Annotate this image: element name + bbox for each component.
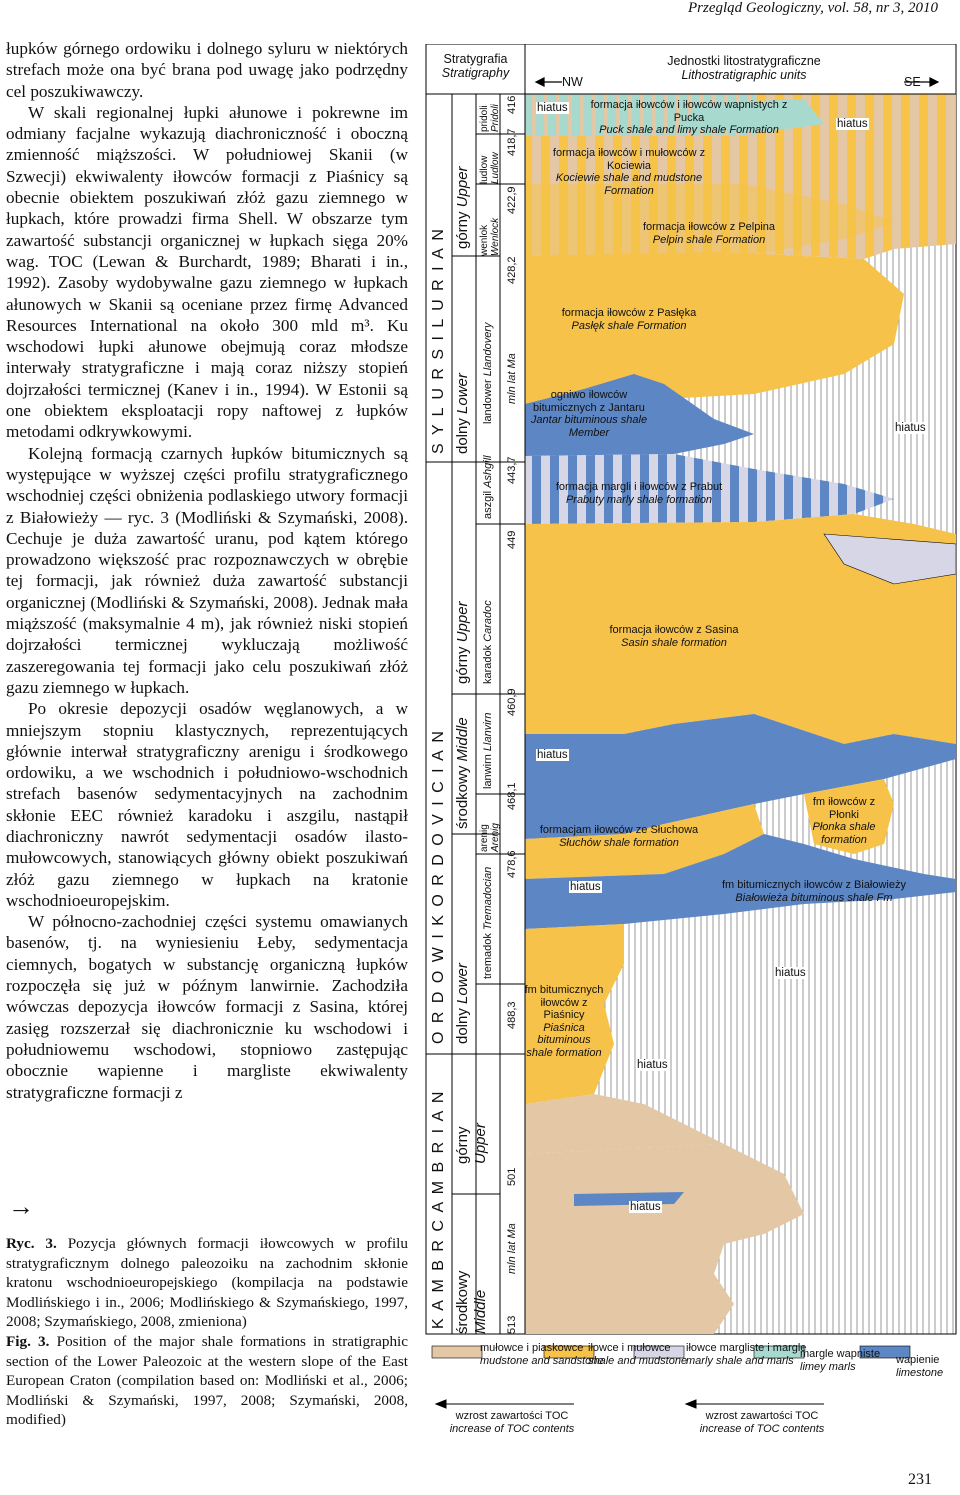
caption-en-label: Fig. 3.	[6, 1332, 50, 1350]
hiatus-label: hiatus	[836, 118, 869, 130]
caption-pl-label: Ryc. 3.	[6, 1235, 57, 1252]
formation-label: formacja iłowców i iłowców wapnistych z …	[590, 99, 788, 136]
age-label: 513	[506, 1315, 518, 1334]
strat-header-en: Stratigraphy	[441, 66, 510, 80]
age-label: 443,7	[506, 456, 518, 484]
caption-pl: Pozycja głównych formacji iłowcowych w p…	[6, 1235, 408, 1331]
series-label: górny Upper	[454, 601, 471, 684]
series-label: dolny Lower	[454, 963, 471, 1044]
stage-label: tremadok Tremadocian	[482, 866, 494, 979]
arrow-icon: →	[8, 1192, 34, 1221]
age-label: 449	[506, 530, 518, 549]
age-label: 416	[506, 95, 518, 114]
strat-header: Stratygrafia Stratigraphy	[426, 52, 525, 80]
age-label: 478,6	[506, 850, 518, 878]
paragraph: W północno-zachodniej części systemu oma…	[6, 912, 408, 1102]
body-text: łupków górnego ordowiku i dolnego syluru…	[6, 38, 408, 1103]
hiatus-label: hiatus	[536, 102, 569, 114]
stage-label: karadok Caradoc	[482, 600, 494, 684]
paragraph: Kolejną formacją czarnych łupków bitumic…	[6, 443, 408, 697]
paragraph: W skali regionalnej łupki ałunowe i pokr…	[6, 102, 408, 442]
system-cambrian: K A M B R C A M B R I A N	[430, 1089, 447, 1329]
age-label: 428,2	[506, 256, 518, 284]
litho-header-pl: Jednostki litostratygraficzne	[667, 54, 821, 68]
hiatus-label: hiatus	[569, 881, 602, 893]
system-ordovician: O R D O W I K O R D O V I C I A N	[430, 729, 447, 1044]
stage-label: aszgil Ashgill	[482, 455, 494, 519]
se-label: SE	[904, 75, 921, 89]
caption-en: Position of the major shale formations i…	[6, 1332, 409, 1429]
series-label: środkowy Middle	[454, 717, 471, 829]
age-label: 460,9	[506, 688, 518, 716]
age-label: 422,9	[506, 186, 518, 214]
stratigraphic-figure: Stratygrafia Stratigraphy Jednostki lito…	[424, 44, 960, 1455]
paragraph: Po okresie depozycji osadów węglanowych,…	[6, 699, 408, 910]
hiatus-label: hiatus	[536, 749, 569, 761]
age-label: 418,7	[506, 128, 518, 156]
litho-header-en: Lithostratigraphic units	[681, 68, 807, 82]
age-unit: mln lat Ma	[506, 1223, 518, 1274]
stage-label: lanwirn Llanvirn	[482, 712, 494, 789]
age-label: 501	[506, 1167, 518, 1186]
strat-header-pl: Stratygrafia	[443, 52, 508, 66]
figure-graphics	[425, 44, 957, 1409]
age-label: 468,1	[506, 782, 518, 810]
series-label: górny Upper	[454, 166, 471, 249]
page-number: 231	[908, 1471, 932, 1488]
system-silurian: S Y L U R S I L U R I A N	[430, 227, 447, 454]
hiatus-label: hiatus	[894, 422, 927, 434]
litho-header: Jednostki litostratygraficzne Lithostrat…	[624, 54, 864, 82]
age-label: 488,3	[506, 1001, 518, 1029]
hiatus-label: hiatus	[629, 1201, 662, 1213]
paragraph: łupków górnego ordowiku i dolnego syluru…	[6, 39, 408, 101]
nw-label: NW	[562, 75, 583, 89]
hiatus-label: hiatus	[774, 967, 807, 979]
figure-caption: Ryc. 3. Pozycja głównych formacji iłowco…	[6, 1234, 408, 1430]
series-label: dolny Lower	[454, 373, 471, 454]
stage-label: landower Llandovery	[482, 322, 494, 424]
age-unit: mln lat Ma	[506, 353, 518, 404]
journal-header: Przegląd Geologiczny, vol. 58, nr 3, 201…	[688, 0, 938, 16]
hiatus-label: hiatus	[636, 1059, 669, 1071]
